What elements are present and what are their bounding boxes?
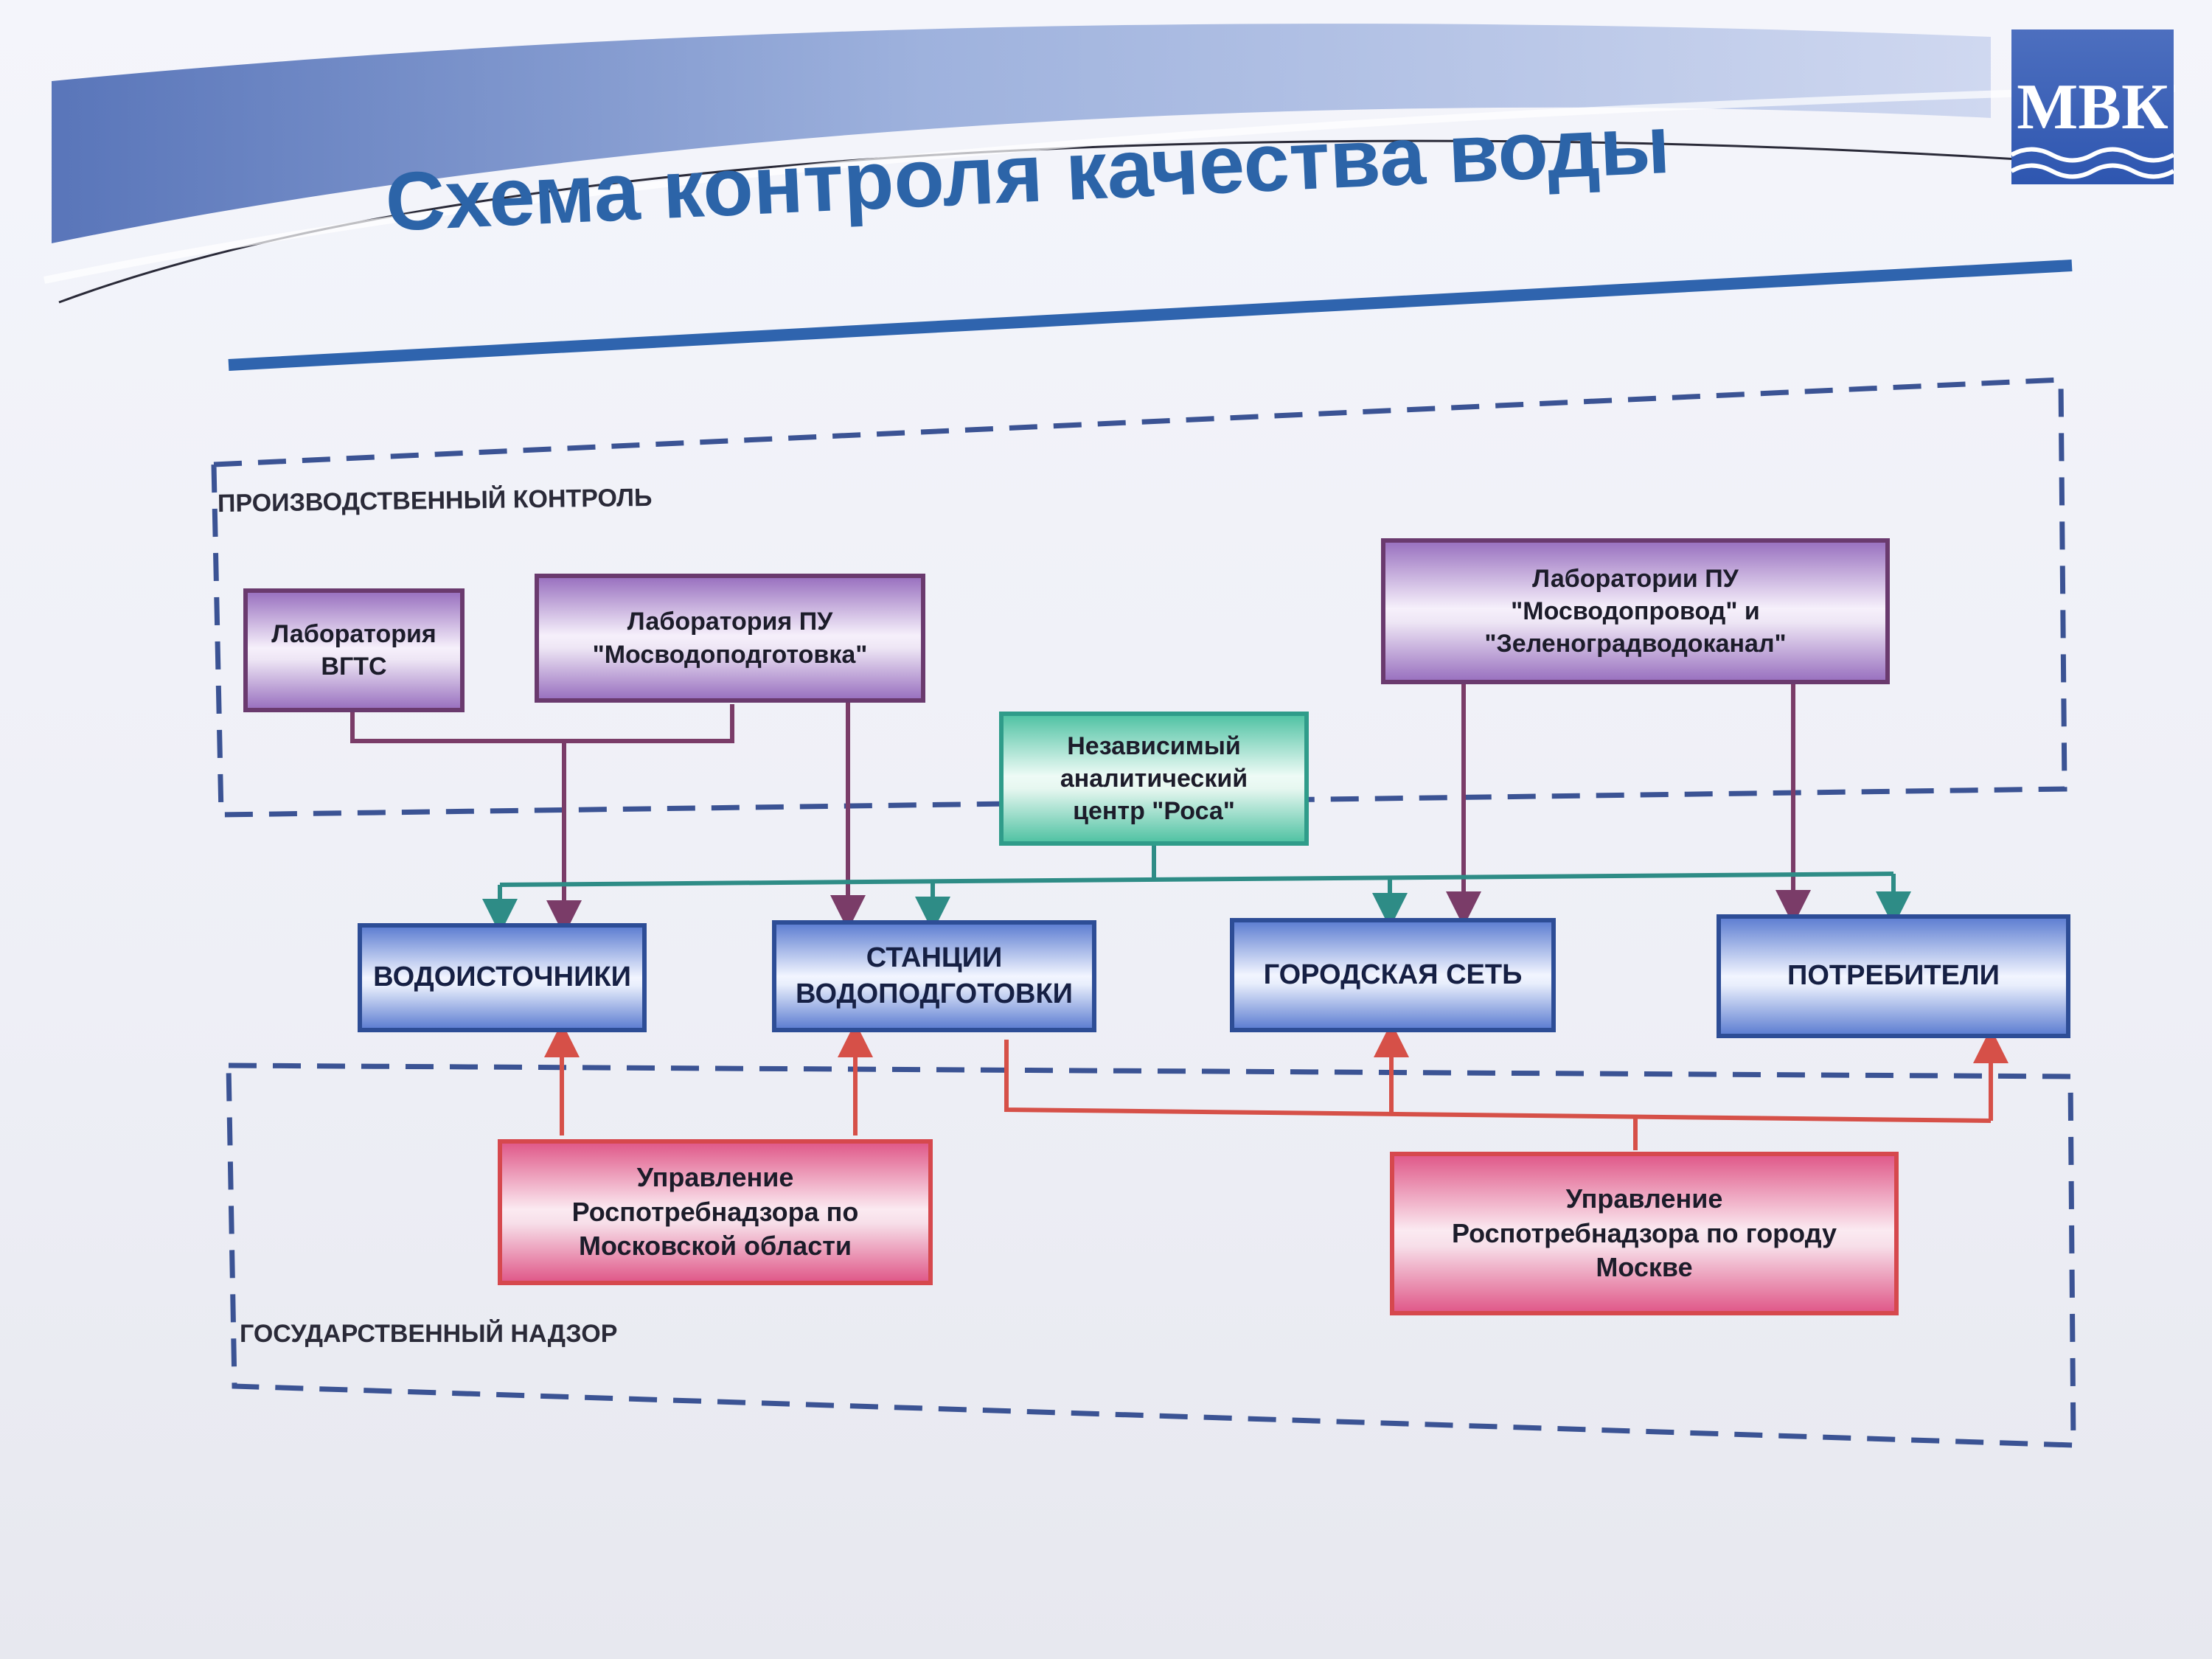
node-rpn-moskva: Управление Роспотребнадзора по городу Мо… — [1390, 1152, 1899, 1315]
logo-text: МВК — [2017, 71, 2168, 143]
node-lab-mosvodoprovod: Лаборатории ПУ "Мосводопровод" и "Зелено… — [1381, 538, 1890, 684]
production-control-label: ПРОИЗВОДСТВЕННЫЙ КОНТРОЛЬ — [217, 483, 653, 518]
company-logo: МВК — [2011, 29, 2174, 184]
production-frame — [211, 377, 2067, 818]
red-connectors — [544, 1022, 2008, 1150]
node-lab-vgts: Лаборатория ВГТС — [243, 588, 465, 712]
node-lab-mosvodopodgotovka: Лаборатория ПУ "Мосводоподготовка" — [535, 574, 925, 703]
node-vodoistochniki: ВОДОИСТОЧНИКИ — [358, 923, 647, 1032]
node-rosa-center: Независимый аналитический центр "Роса" — [999, 712, 1309, 846]
node-rpn-oblast: Управление Роспотребнадзора по Московско… — [498, 1139, 933, 1285]
node-gorodskaya-set: ГОРОДСКАЯ СЕТЬ — [1230, 918, 1556, 1032]
purple-connectors — [350, 675, 1811, 936]
state-supervision-label: ГОСУДАРСТВЕННЫЙ НАДЗОР — [240, 1320, 618, 1348]
node-stantsii-vodopodgotovki: СТАНЦИИ ВОДОПОДГОТОВКИ — [772, 920, 1096, 1032]
teal-connectors — [482, 844, 1911, 934]
node-potrebiteli: ПОТРЕБИТЕЛИ — [1717, 914, 2070, 1038]
logo-waves-icon — [2011, 147, 2174, 179]
